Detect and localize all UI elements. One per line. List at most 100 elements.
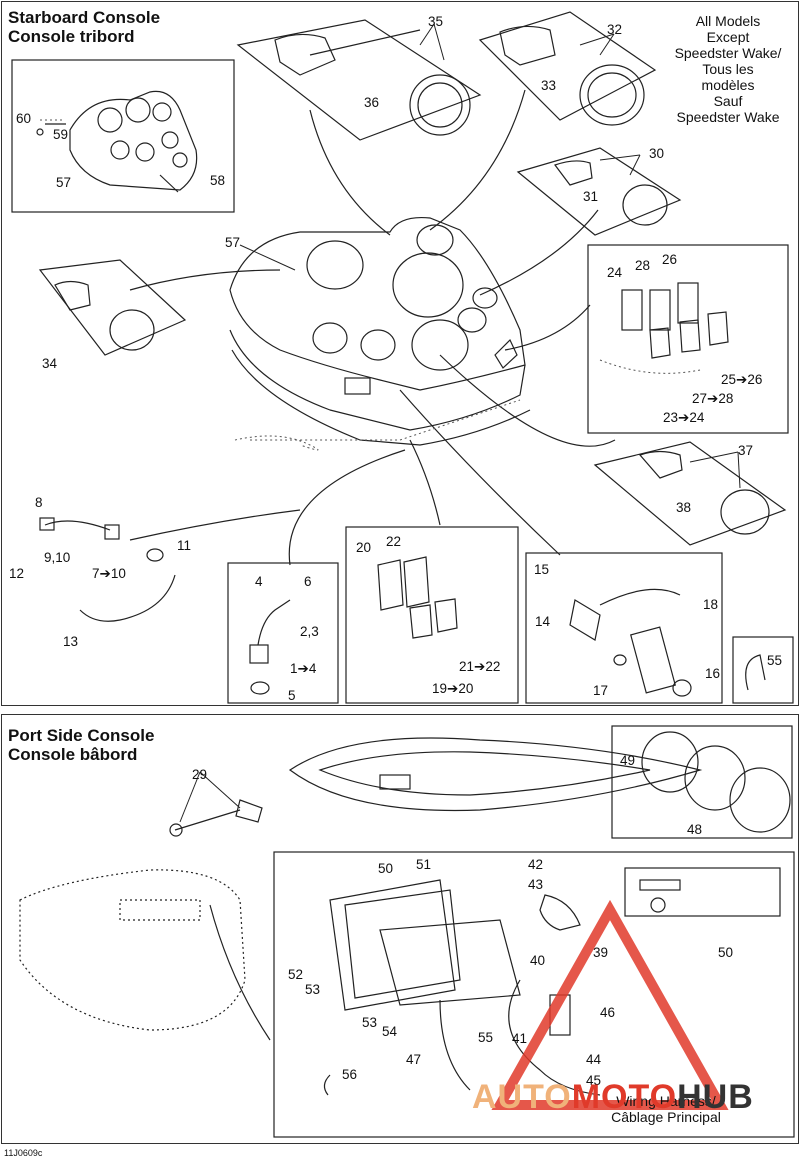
- port-title: Port Side Console Console bâbord: [8, 726, 154, 764]
- part-label: 37: [738, 443, 754, 458]
- part-label: 21➔22: [459, 659, 501, 674]
- switch-panel-box: [587, 244, 789, 434]
- mount-bracket-32: [499, 25, 556, 66]
- part-label: 43: [528, 877, 544, 892]
- part-label: 40: [530, 953, 546, 968]
- box-switches: [345, 526, 519, 704]
- part-label: 26: [662, 252, 678, 267]
- box-cutoff-switch: [525, 552, 723, 704]
- console-gauge-small-a: [312, 322, 348, 354]
- box-speaker: [611, 725, 793, 839]
- part-label: 57: [56, 175, 72, 190]
- part-label: 58: [210, 173, 226, 188]
- gauge-group-37-box: [593, 441, 787, 546]
- part-label: 38: [676, 500, 692, 515]
- watermark-triangle: [491, 899, 729, 1110]
- box-lanyard: [227, 562, 339, 704]
- part-label: 17: [593, 683, 609, 698]
- part-label: 6: [304, 574, 312, 589]
- part-label: 39: [593, 945, 609, 960]
- starboard-title-fr: Console tribord: [8, 27, 135, 46]
- part-label: 34: [42, 356, 58, 371]
- part-label: 49: [620, 753, 636, 768]
- part-label: 56: [342, 1067, 358, 1082]
- console-gauge-large-b: [392, 252, 464, 318]
- harness-note: Wiring Harness/ Câblage Principal: [611, 1093, 721, 1125]
- part-label: 45: [586, 1073, 602, 1088]
- models-note: All Models Except Speedster Wake/ Tous l…: [674, 13, 782, 125]
- part-label: 13: [63, 634, 79, 649]
- part-label: 12: [9, 566, 25, 581]
- part-label: 7➔10: [92, 566, 126, 581]
- console-gauge-small-b: [360, 329, 396, 361]
- part-label: 50: [378, 861, 394, 876]
- part-label: 5: [288, 688, 296, 703]
- part-label: 32: [607, 22, 623, 37]
- part-label: 19➔20: [432, 681, 474, 696]
- starboard-section-frame: [1, 1, 799, 706]
- inset-box-console: [11, 59, 235, 213]
- part-label: 1➔4: [290, 661, 317, 676]
- starboard-title-en: Starboard Console: [8, 8, 161, 27]
- gauge-35-front: [409, 74, 471, 136]
- part-label: 24: [607, 265, 623, 280]
- part-label: 36: [364, 95, 380, 110]
- gauge-30-front: [622, 184, 668, 226]
- part-label: 51: [416, 857, 432, 872]
- part-label: 44: [586, 1052, 602, 1067]
- part-label: 9,10: [44, 550, 71, 565]
- part-label: 57: [225, 235, 241, 250]
- watermark-text: AUTOMOTOHUB: [472, 1078, 754, 1116]
- part-label: 60: [16, 111, 32, 126]
- small-gauge-e: [135, 142, 155, 162]
- gauge-group-34-box: [38, 259, 187, 356]
- part-label: 23➔24: [663, 410, 705, 425]
- console-gauge-large-a: [306, 240, 364, 290]
- part-label: 33: [541, 78, 557, 93]
- gauge-32-front: [579, 64, 645, 126]
- part-label: 14: [535, 614, 551, 629]
- stereo-faceplate: [624, 867, 781, 917]
- part-label: 28: [635, 258, 651, 273]
- small-gauge-b: [125, 97, 151, 123]
- part-label: 54: [382, 1024, 398, 1039]
- small-gauge-f: [161, 131, 179, 149]
- part-label: 8: [35, 495, 43, 510]
- small-gauge-a: [97, 107, 123, 133]
- part-label: 53: [362, 1015, 378, 1030]
- part-label: 22: [386, 534, 402, 549]
- gauge-37-front: [720, 489, 770, 535]
- part-label: 20: [356, 540, 372, 555]
- part-label: 55: [767, 653, 783, 668]
- part-label: 52: [288, 967, 304, 982]
- gauge-group-35-box: [236, 19, 482, 141]
- part-label: 35: [428, 14, 444, 29]
- boat-hull: [288, 737, 703, 812]
- part-label: 47: [406, 1052, 422, 1067]
- part-label: 11: [177, 538, 192, 553]
- part-label: 59: [53, 127, 69, 142]
- part-label: 50: [718, 945, 734, 960]
- part-label: 55: [478, 1030, 494, 1045]
- part-label: 25➔26: [721, 372, 763, 387]
- part-label: 27➔28: [692, 391, 734, 406]
- starboard-title: Starboard Console Console tribord: [8, 8, 160, 46]
- part-label: 41: [512, 1031, 528, 1046]
- small-gauge-g: [172, 152, 188, 168]
- part-label: 46: [600, 1005, 616, 1020]
- part-label: 30: [649, 146, 665, 161]
- part-label: 42: [528, 857, 544, 872]
- part-label: 29: [192, 767, 208, 782]
- port-title-en: Port Side Console: [8, 726, 155, 745]
- part-label: 15: [534, 562, 550, 577]
- part-label: 53: [305, 982, 321, 997]
- part-label: 4: [255, 574, 263, 589]
- main-console-body: [229, 216, 526, 391]
- gauge-group-32-box: [478, 11, 657, 121]
- part-label: 31: [583, 189, 599, 204]
- part-label: 16: [705, 666, 721, 681]
- part-label: 48: [687, 822, 703, 837]
- part-label: 2,3: [300, 624, 319, 639]
- figure-code: 11J0609c: [4, 1148, 43, 1158]
